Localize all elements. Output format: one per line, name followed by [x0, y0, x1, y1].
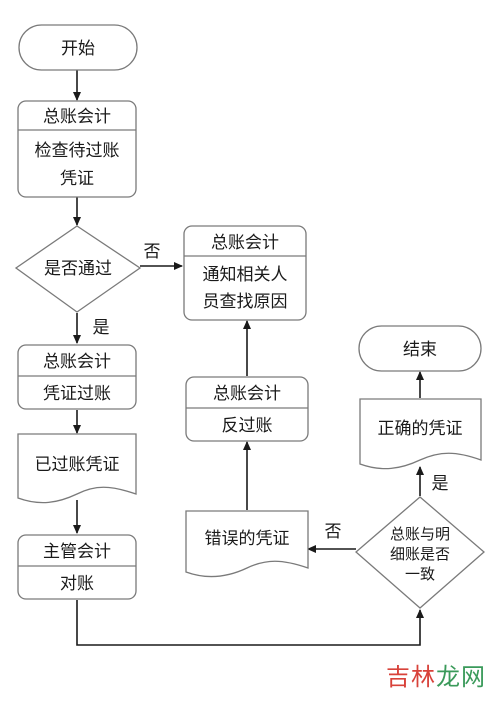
- check-vouchers-box: [17, 100, 137, 198]
- decision1-yes-label: 是: [93, 318, 110, 338]
- start-label: 开始: [61, 39, 95, 59]
- reconcile-action: 对账: [60, 574, 94, 594]
- decision1-node: 是否通过: [14, 225, 142, 313]
- reconcile-box: [17, 534, 137, 600]
- decision2-diamond: [355, 496, 485, 609]
- connectors: [73, 70, 424, 646]
- posted-voucher-node: 已过账凭证: [17, 433, 137, 504]
- post-vouchers-node: 总账会计 凭证过账: [17, 344, 137, 410]
- check-vouchers-line2: 凭证: [60, 169, 94, 189]
- reconcile-role: 主管会计: [43, 542, 111, 562]
- arrow-reconcile-to-decision2: [76, 600, 424, 646]
- decision1-no-label: 否: [144, 242, 161, 262]
- reverse-posting-box: [185, 376, 309, 442]
- start-terminal: [18, 24, 138, 71]
- end-terminal: [358, 325, 482, 372]
- notify-box: [183, 225, 307, 321]
- reverse-posting-action: 反过账: [222, 416, 273, 436]
- check-vouchers-node: 总账会计 检查待过账 凭证: [17, 100, 137, 198]
- decision1-diamond: [14, 225, 142, 313]
- decision2-line2: 细账是否: [390, 545, 450, 563]
- notify-role: 总账会计: [211, 233, 279, 253]
- check-vouchers-line1: 检查待过账: [35, 141, 120, 161]
- correct-voucher-document: [359, 398, 482, 470]
- posted-voucher-document: [17, 433, 137, 504]
- check-vouchers-role: 总账会计: [43, 107, 111, 127]
- correct-voucher-label: 正确的凭证: [378, 419, 463, 439]
- decision2-line1: 总账与明: [390, 525, 450, 543]
- end-label: 结束: [403, 340, 437, 360]
- error-voucher-node: 错误的凭证: [185, 510, 309, 578]
- notify-node: 总账会计 通知相关人 员查找原因: [183, 225, 307, 321]
- decision2-line3: 一致: [405, 565, 435, 583]
- decision1-label: 是否通过: [44, 259, 112, 279]
- watermark-part1: 吉林: [386, 663, 436, 691]
- correct-voucher-node: 正确的凭证: [359, 398, 482, 470]
- watermark-part2: 龙网: [436, 663, 486, 691]
- decision2-yes-label: 是: [432, 474, 449, 494]
- decision2-node: 总账与明 细账是否 一致: [355, 496, 485, 609]
- post-vouchers-box: [17, 344, 137, 410]
- error-voucher-document: [185, 510, 309, 578]
- start-node: 开始: [18, 24, 138, 71]
- posted-voucher-label: 已过账凭证: [35, 455, 120, 475]
- reconcile-node: 主管会计 对账: [17, 534, 137, 600]
- reverse-posting-node: 总账会计 反过账: [185, 376, 309, 442]
- post-vouchers-role: 总账会计: [43, 352, 111, 372]
- error-voucher-label: 错误的凭证: [205, 529, 290, 549]
- notify-line1: 通知相关人: [203, 265, 288, 285]
- reverse-posting-role: 总账会计: [213, 384, 281, 404]
- watermark: 吉林龙网: [386, 657, 486, 692]
- end-node: 结束: [358, 325, 482, 372]
- decision2-no-label: 否: [325, 522, 342, 542]
- post-vouchers-action: 凭证过账: [43, 384, 111, 404]
- notify-line2: 员查找原因: [203, 292, 288, 312]
